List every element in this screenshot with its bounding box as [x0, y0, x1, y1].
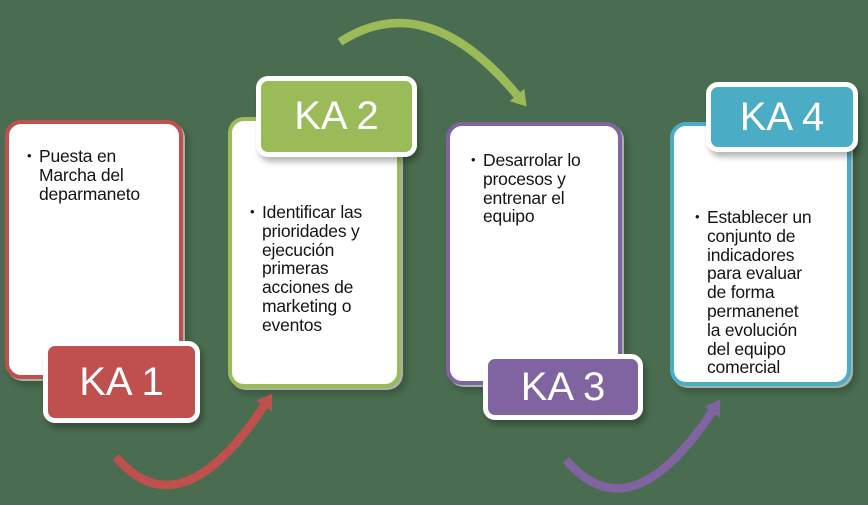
badge-ka2-label: KA 2	[294, 94, 379, 138]
bullet-icon: •	[250, 204, 255, 219]
badge-ka4: KA 4	[706, 82, 858, 152]
card-ka1-text: • Puesta en Marcha del deparmaneto	[9, 124, 179, 204]
card-ka4-body: Establecer un conjunto de indicadores pa…	[707, 207, 812, 378]
arrowhead-icon	[509, 88, 527, 107]
bullet-icon: •	[27, 148, 32, 163]
bullet-icon: •	[471, 152, 476, 167]
card-ka3-text: • Desarrolar lo procesos y entrenar el e…	[450, 126, 618, 226]
card-ka2: • Identificar las prioridades y ejecució…	[228, 117, 401, 388]
card-ka1-body: Puesta en Marcha del deparmaneto	[39, 146, 140, 204]
card-ka2-text: • Identificar las prioridades y ejecució…	[232, 121, 397, 335]
card-ka1: • Puesta en Marcha del deparmaneto	[5, 120, 183, 379]
badge-ka3: KA 3	[483, 354, 643, 420]
card-ka4: • Establecer un conjunto de indicadores …	[670, 122, 851, 386]
card-ka3-body: Desarrolar lo procesos y entrenar el equ…	[483, 150, 581, 227]
card-ka4-text: • Establecer un conjunto de indicadores …	[674, 126, 847, 377]
arrowhead-icon	[704, 399, 721, 418]
card-ka3: • Desarrolar lo procesos y entrenar el e…	[446, 122, 622, 385]
badge-ka1-label: KA 1	[79, 359, 164, 404]
badge-ka4-label: KA 4	[739, 94, 825, 139]
bullet-icon: •	[695, 209, 700, 224]
card-ka2-body: Identificar las prioridades y ejecución …	[262, 202, 363, 335]
badge-ka1: KA 1	[43, 341, 200, 423]
arrowhead-icon	[256, 393, 273, 412]
badge-ka2: KA 2	[256, 76, 417, 157]
badge-ka3-label: KA 3	[520, 364, 606, 409]
